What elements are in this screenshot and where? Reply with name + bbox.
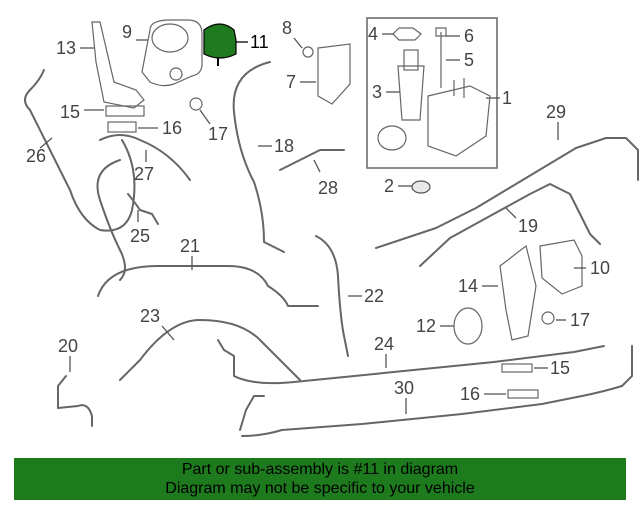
callout-17-top: 17 (199, 109, 228, 144)
callout-11: 11 (236, 32, 269, 52)
callout-7-label: 7 (286, 72, 296, 92)
callout-27-label: 27 (134, 164, 154, 184)
callout-16-left-label: 16 (162, 118, 182, 138)
callout-12: 12 (416, 316, 454, 336)
callout-5: 5 (446, 50, 474, 70)
part-12-reservoir (453, 307, 483, 345)
part-14-bracket (499, 244, 537, 341)
callout-14: 14 (458, 276, 498, 296)
callout-15-right: 15 (534, 358, 570, 378)
callout-30-label: 30 (394, 378, 414, 398)
callout-3-label: 3 (372, 82, 382, 102)
callout-22-label: 22 (364, 286, 384, 306)
part-17-fitting-right (541, 311, 555, 325)
callout-3: 3 (372, 82, 400, 102)
callout-25: 25 (130, 210, 150, 246)
part-13-bracket (91, 21, 145, 109)
callout-16-right-label: 16 (460, 384, 480, 404)
part-15-plate-right (501, 363, 533, 373)
callout-6-label: 6 (464, 26, 474, 46)
callout-28: 28 (313, 159, 338, 198)
callout-17-top-label: 17 (208, 124, 228, 144)
callout-19-label: 19 (518, 216, 538, 236)
callout-24-label: 24 (374, 334, 394, 354)
callout-17-right: 17 (556, 310, 590, 330)
part-2-cap (411, 180, 431, 194)
callout-13-label: 13 (56, 38, 76, 58)
part-17-fitting-top (189, 97, 203, 111)
callout-18: 18 (258, 136, 294, 156)
callout-4-label: 4 (368, 24, 378, 44)
callout-30: 30 (394, 378, 414, 414)
callout-24: 24 (374, 334, 394, 368)
part-info-banner: Part or sub-assembly is #11 in diagram D… (14, 458, 626, 500)
part-7-bracket (317, 43, 351, 105)
reservoir-parts (377, 27, 491, 157)
callout-1: 1 (486, 88, 512, 108)
callout-10: 10 (574, 258, 610, 278)
callout-18-label: 18 (274, 136, 294, 156)
callout-25-label: 25 (130, 226, 150, 246)
callout-29-label: 29 (546, 102, 566, 122)
callout-29: 29 (546, 102, 566, 140)
callout-12-label: 12 (416, 316, 436, 336)
callout-15-left-label: 15 (60, 102, 80, 122)
callout-7: 7 (286, 72, 316, 92)
callout-16-right: 16 (460, 384, 506, 404)
part-9-pump (141, 19, 203, 87)
hose-lines (24, 61, 639, 437)
part-15-plate-left (105, 105, 145, 117)
callout-11-label: 11 (250, 32, 269, 52)
callout-26-label: 26 (26, 146, 46, 166)
callout-28-label: 28 (318, 178, 338, 198)
callout-15-right-label: 15 (550, 358, 570, 378)
callout-2-label: 2 (384, 176, 394, 196)
callout-20-label: 20 (58, 336, 78, 356)
callout-23-label: 23 (140, 306, 160, 326)
callout-14-label: 14 (458, 276, 478, 296)
callout-9: 9 (122, 22, 148, 42)
callout-9-label: 9 (122, 22, 132, 42)
callout-13: 13 (56, 38, 94, 58)
part-11-highlighted (203, 23, 237, 66)
callout-16-left: 16 (138, 118, 182, 138)
callout-6: 6 (446, 26, 474, 46)
callout-5-label: 5 (464, 50, 474, 70)
callout-19: 19 (505, 207, 538, 236)
callout-27: 27 (134, 150, 154, 184)
callout-17-right-label: 17 (570, 310, 590, 330)
callout-1-label: 1 (502, 88, 512, 108)
callout-10-label: 10 (590, 258, 610, 278)
part-10-bracket (539, 239, 583, 295)
callout-22: 22 (348, 286, 384, 306)
callout-26: 26 (26, 137, 53, 166)
callout-8-label: 8 (282, 18, 292, 38)
banner-line-2: Diagram may not be specific to your vehi… (165, 480, 475, 497)
callout-15-left: 15 (60, 102, 104, 122)
parts-diagram: 1 2 3 4 5 6 7 8 9 10 11 12 (24, 17, 639, 437)
callout-8: 8 (282, 18, 303, 49)
reservoir-detail-box (366, 17, 498, 169)
part-8-washer (302, 46, 314, 58)
callout-21-label: 21 (180, 236, 200, 256)
callout-21: 21 (180, 236, 200, 270)
callout-4: 4 (368, 24, 394, 44)
callout-20: 20 (58, 336, 78, 372)
part-16-plate-right (507, 389, 539, 399)
banner-line-1: Part or sub-assembly is #11 in diagram (181, 461, 459, 478)
callout-23: 23 (140, 306, 175, 341)
part-16-plate-left (107, 121, 137, 133)
callout-2: 2 (384, 176, 412, 196)
